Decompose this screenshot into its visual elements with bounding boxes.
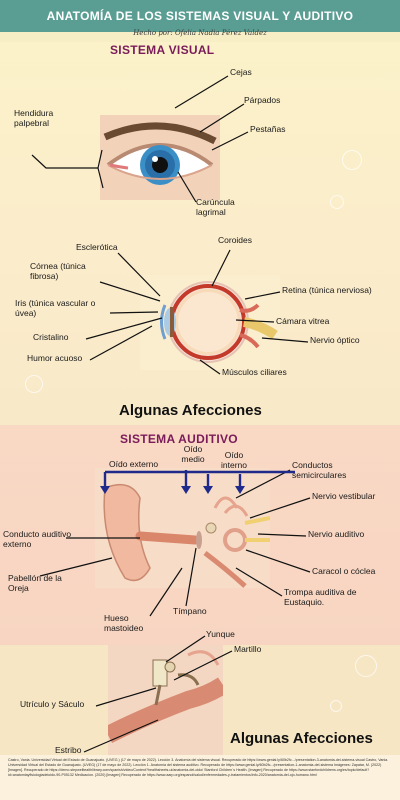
bubble-decoration: [330, 195, 344, 209]
label-esclerotica: Esclerótica: [76, 242, 118, 252]
label-cristalino: Cristalino: [33, 332, 69, 342]
label-humor: Humor acuoso: [27, 353, 83, 363]
label-retina: Retina (túnica nerviosa): [282, 285, 372, 295]
references-section: Castro, Vania. Universidad Virtual del E…: [0, 755, 400, 800]
bubble-decoration: [330, 700, 342, 712]
label-nervio-auditivo: Nervio auditivo: [308, 529, 365, 539]
visual-afecciones-heading: Algunas Afecciones: [119, 402, 262, 419]
label-conductos: Conductos semicirculares: [292, 460, 347, 480]
page-title: ANATOMÍA DE LOS SISTEMAS VISUAL Y AUDITI…: [46, 9, 354, 23]
label-oido-externo: Oído externo: [109, 459, 159, 469]
label-pabellon: Pabellón de la Oreja: [8, 573, 62, 593]
label-musculos: Músculos ciliares: [222, 367, 287, 377]
bubble-decoration: [355, 655, 377, 677]
label-cornea: Córnea (túnica fibrosa): [30, 261, 86, 281]
label-conducto-auditivo: Conducto auditivo externo: [3, 529, 72, 549]
label-nervio-vestibular: Nervio vestibular: [312, 491, 376, 501]
label-pestanas: Pestañas: [250, 124, 286, 134]
eye-cross-section-image: [140, 275, 280, 370]
auditivo-section-title: SISTEMA AUDITIVO: [120, 432, 238, 446]
visual-section-title: SISTEMA VISUAL: [110, 43, 215, 57]
bubble-decoration: [25, 375, 43, 393]
references-text: Castro, Vania. Universidad Virtual del E…: [8, 758, 389, 777]
label-yunque: Yunque: [206, 629, 235, 639]
label-camara: Cámara vitrea: [276, 316, 330, 326]
label-parpados: Párpados: [244, 95, 281, 105]
label-nervio-optico: Nervio óptico: [310, 335, 360, 345]
header-bar: [0, 0, 400, 32]
label-coroides: Coroides: [218, 235, 253, 245]
label-timpano: Tímpano: [173, 606, 207, 616]
ossicles-image: [103, 645, 228, 755]
label-cejas: Cejas: [230, 67, 252, 77]
label-caracol: Caracol o cóclea: [312, 566, 376, 576]
author-credit: Hecho por: Ofelia Nadia Pérez Valdez: [133, 29, 267, 37]
external-eye-image: [100, 115, 220, 200]
label-trompa: Trompa auditiva de Eustaquio.: [284, 587, 357, 607]
label-oido-medio: Oído medio: [181, 444, 205, 464]
label-estribo: Estribo: [55, 745, 82, 755]
label-utriculo: Utrículo y Sáculo: [20, 699, 85, 709]
author-bar: [0, 32, 400, 42]
ear-anatomy-image: [95, 468, 271, 588]
label-iris: Iris (túnica vascular o úvea): [15, 298, 96, 318]
bubble-decoration: [342, 150, 362, 170]
label-martillo: Martillo: [234, 644, 262, 654]
label-oido-interno: Oído interno: [221, 450, 247, 470]
label-caruncula: Carúncula lagrimal: [196, 197, 235, 217]
label-hendidura: Hendidura palpebral: [14, 108, 54, 128]
auditivo-afecciones-heading: Algunas Afecciones: [230, 730, 373, 747]
label-hueso: Hueso mastoideo: [104, 613, 144, 633]
